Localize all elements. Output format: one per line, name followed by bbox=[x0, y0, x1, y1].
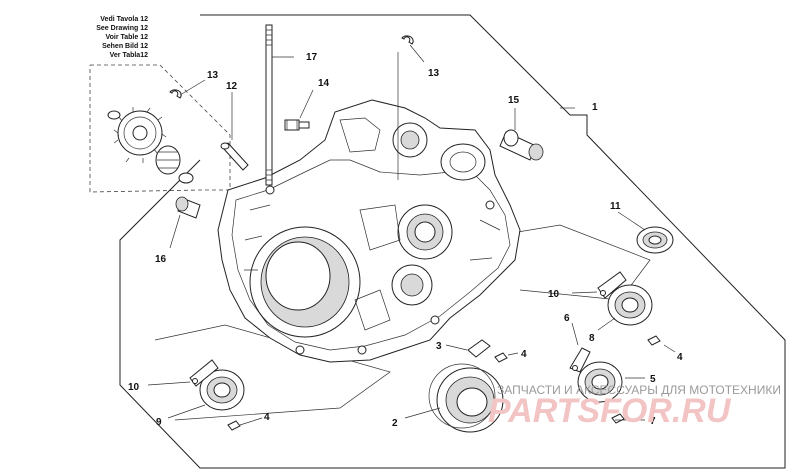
bushing-icon bbox=[499, 129, 544, 161]
callout-9: 9 bbox=[156, 417, 162, 428]
callout-12: 12 bbox=[226, 81, 238, 92]
bushing-small-icon bbox=[175, 196, 201, 219]
note-line-2: See Drawing 12 bbox=[96, 25, 148, 32]
callout-15: 15 bbox=[508, 95, 520, 106]
callout-8: 8 bbox=[589, 333, 595, 344]
callout-1: 1 bbox=[592, 102, 598, 113]
callout-2: 2 bbox=[392, 418, 398, 429]
bearing-11-icon bbox=[636, 226, 674, 254]
retaining-plate-icon bbox=[467, 339, 491, 358]
bearing-5-icon bbox=[569, 347, 623, 403]
stud-bolt-icon bbox=[265, 24, 273, 186]
callout-3: 3 bbox=[436, 341, 442, 352]
dowel-pin-icon bbox=[220, 142, 249, 171]
leader-lines bbox=[147, 44, 676, 426]
callout-10-right: 10 bbox=[548, 289, 560, 300]
bearing-group-frame-left bbox=[154, 324, 391, 421]
callout-4-center: 4 bbox=[521, 349, 527, 360]
callout-5: 5 bbox=[650, 374, 656, 385]
watermark: PARTSFOR.RU ЗАПЧАСТИ И АКСЕССУАРЫ ДЛЯ МО… bbox=[488, 383, 781, 430]
callout-11: 11 bbox=[610, 201, 621, 212]
note-line-4: Sehen Bild 12 bbox=[102, 43, 148, 50]
note-line-5: Ver Tabla12 bbox=[110, 52, 149, 59]
callout-17: 17 bbox=[306, 52, 318, 63]
bearing-group-frame-right bbox=[469, 224, 651, 301]
callout-16: 16 bbox=[155, 254, 167, 265]
callout-labels: 1 2 3 4 4 4 5 6 7 8 9 10 10 11 12 13 13 … bbox=[128, 52, 683, 429]
watermark-logo: PARTSFOR.RU bbox=[488, 392, 732, 430]
watermark-caption: ЗАПЧАСТИ И АКСЕССУАРЫ ДЛЯ МОТОТЕХНИКИ bbox=[497, 383, 781, 397]
plug-sensor-icon bbox=[284, 119, 310, 131]
bearing-9-icon bbox=[189, 359, 245, 411]
callout-14: 14 bbox=[318, 78, 330, 89]
screw-icon bbox=[227, 335, 661, 431]
callout-4-left: 4 bbox=[264, 412, 270, 423]
assembly-frame bbox=[119, 14, 786, 469]
circlip-icon bbox=[169, 35, 414, 99]
crankcase-half bbox=[217, 99, 521, 363]
note-line-3: Voir Table 12 bbox=[105, 34, 148, 41]
note-line-1: Vedi Tavola 12 bbox=[100, 16, 148, 23]
callout-13-left: 13 bbox=[207, 70, 219, 81]
callout-6: 6 bbox=[564, 313, 570, 324]
callout-7: 7 bbox=[650, 416, 656, 427]
reference-box bbox=[89, 64, 231, 193]
bearing-8-icon bbox=[597, 271, 653, 326]
main-bearing-icon bbox=[428, 363, 504, 433]
reference-note: Vedi Tavola 12 See Drawing 12 Voir Table… bbox=[96, 16, 148, 59]
callout-4-right: 4 bbox=[677, 352, 683, 363]
gear-cluster-icon bbox=[107, 107, 194, 184]
callout-10-left: 10 bbox=[128, 382, 140, 393]
callout-13-right: 13 bbox=[428, 68, 440, 79]
